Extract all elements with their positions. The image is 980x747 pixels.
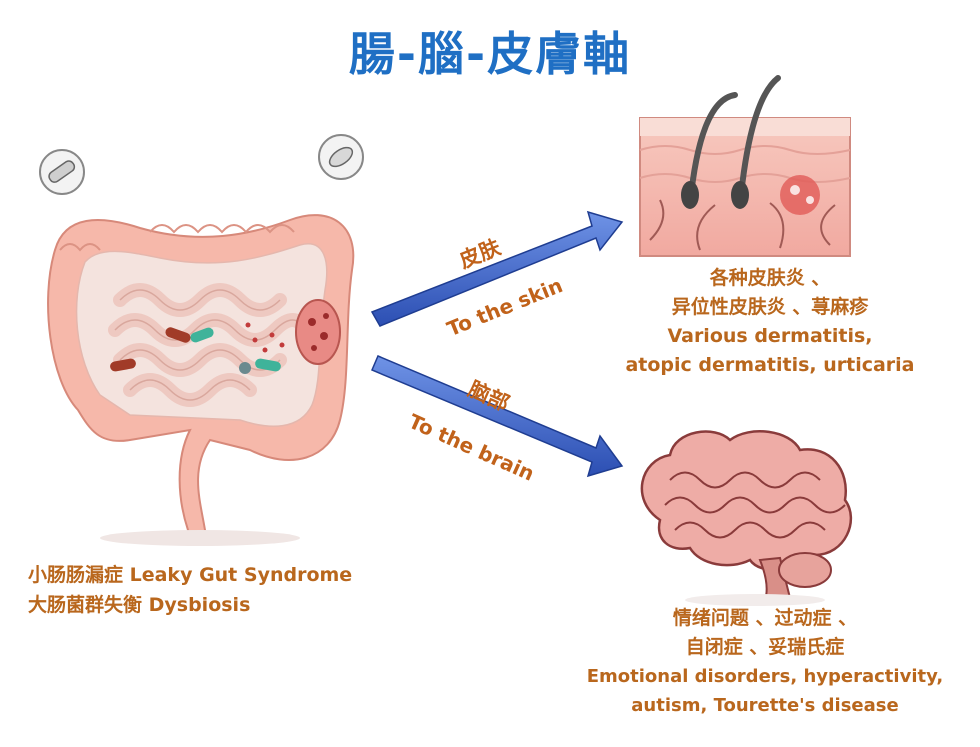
brain-illustration <box>640 430 853 606</box>
intestine-illustration <box>47 214 355 546</box>
brain-caption: 情绪问题 、过动症 、 自闭症 、妥瑞氏症 Emotional disorder… <box>560 604 970 720</box>
skin-illustration <box>639 75 851 257</box>
page-title: 腸-腦-皮膚軸 <box>348 27 632 81</box>
arrow-to-brain <box>371 355 624 478</box>
brain-caption-line2: 自闭症 、妥瑞氏症 <box>685 636 845 658</box>
bacteria-icon-right <box>318 134 364 180</box>
brain-caption-line3: Emotional disorders, hyperactivity, <box>586 666 944 687</box>
brain-caption-line4: autism, Tourette's disease <box>631 695 899 716</box>
skin-caption-line1: 各种皮肤炎 、 <box>709 267 831 289</box>
skin-caption-line3: Various dermatitis, <box>667 325 873 347</box>
bacteria-icon-left <box>39 149 85 195</box>
gut-caption-line2: 大肠菌群失衡 Dysbiosis <box>28 594 251 616</box>
arrow-to-skin <box>370 210 624 327</box>
brain-caption-line1: 情绪问题 、过动症 、 <box>672 607 858 629</box>
skin-caption-line4: atopic dermatitis, urticaria <box>625 354 915 376</box>
skin-caption: 各种皮肤炎 、 异位性皮肤炎 、荨麻疹 Various dermatitis, … <box>600 264 940 380</box>
gut-caption-line1: 小肠肠漏症 Leaky Gut Syndrome <box>28 564 353 586</box>
skin-caption-line2: 异位性皮肤炎 、荨麻疹 <box>671 296 869 318</box>
